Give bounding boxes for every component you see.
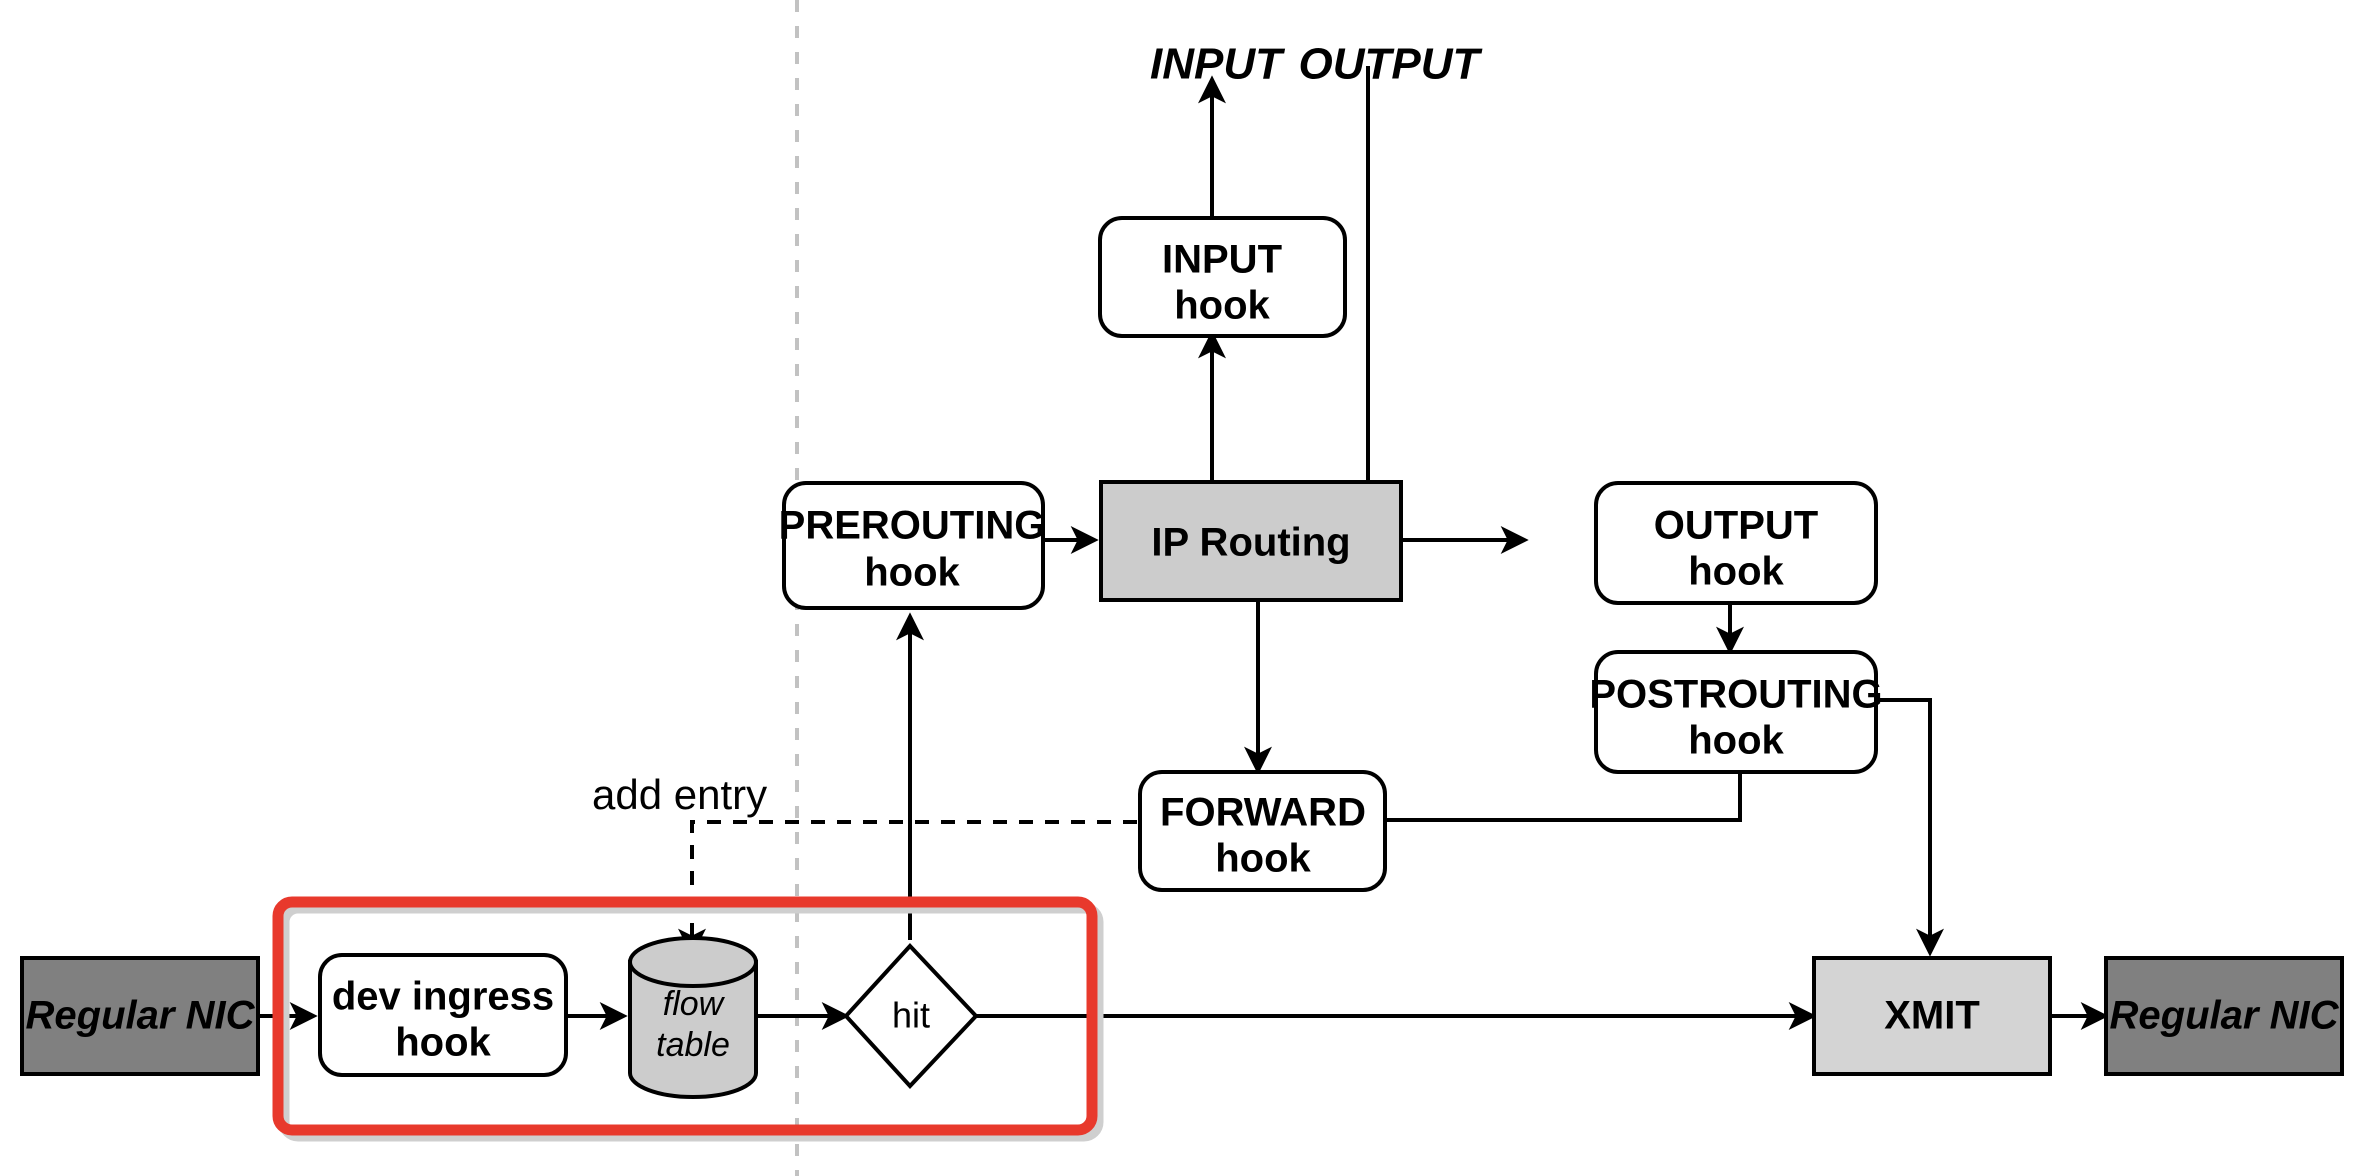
node-ip-routing[interactable]: IP Routing xyxy=(1099,480,1403,602)
prerouting-hook-line2: hook xyxy=(864,551,960,595)
forward-hook-line1: FORWARD xyxy=(1160,791,1366,835)
node-hit-decision[interactable]: hit xyxy=(843,943,979,1089)
flow-table-line2: table xyxy=(656,1026,730,1064)
node-nic-egress[interactable]: Regular NIC xyxy=(2104,956,2344,1076)
fast-path-highlight-box xyxy=(272,896,1098,1136)
node-nic-ingress[interactable]: Regular NIC xyxy=(20,956,260,1076)
flow-table-line1: flow xyxy=(663,985,726,1023)
node-flow-table[interactable]: flow table xyxy=(628,936,758,1099)
output-hook-line1: OUTPUT xyxy=(1654,504,1818,548)
dev-ingress-hook-line1: dev ingress xyxy=(332,975,554,1019)
dev-ingress-hook-line2: hook xyxy=(395,1021,491,1065)
ip-routing-label: IP Routing xyxy=(1151,521,1350,565)
node-xmit[interactable]: XMIT xyxy=(1812,956,2052,1076)
nic-egress-label: Regular NIC xyxy=(2110,994,2340,1038)
banner-output-label: OUTPUT xyxy=(1299,40,1483,89)
edge-add-entry-dashed xyxy=(678,820,1137,957)
node-output-hook[interactable]: OUTPUT hook xyxy=(1594,481,1878,605)
input-hook-line1: INPUT xyxy=(1162,238,1282,282)
xmit-label: XMIT xyxy=(1884,994,1980,1038)
node-input-hook[interactable]: INPUT hook xyxy=(1098,216,1347,338)
edge-postrouting-to-xmit xyxy=(1872,698,1944,957)
forward-hook-line2: hook xyxy=(1215,837,1311,881)
postrouting-hook-line1: POSTROUTING xyxy=(1589,673,1882,717)
input-hook-line2: hook xyxy=(1174,284,1270,328)
prerouting-hook-line1: PREROUTING xyxy=(779,504,1046,548)
banner-input-label: INPUT xyxy=(1150,40,1285,89)
postrouting-hook-line2: hook xyxy=(1688,719,1784,763)
output-hook-line2: hook xyxy=(1688,550,1784,594)
nic-ingress-label: Regular NIC xyxy=(26,994,256,1038)
add-entry-label: add entry xyxy=(592,771,767,818)
hit-decision-label: hit xyxy=(892,995,930,1036)
node-postrouting-hook[interactable]: POSTROUTING hook xyxy=(1589,650,1883,774)
node-forward-hook[interactable]: FORWARD hook xyxy=(1138,770,1387,892)
node-prerouting-hook[interactable]: PREROUTING hook xyxy=(779,481,1046,610)
fast-path-highlight-shadow xyxy=(278,902,1104,1142)
node-dev-ingress-hook[interactable]: dev ingress hook xyxy=(318,953,568,1077)
